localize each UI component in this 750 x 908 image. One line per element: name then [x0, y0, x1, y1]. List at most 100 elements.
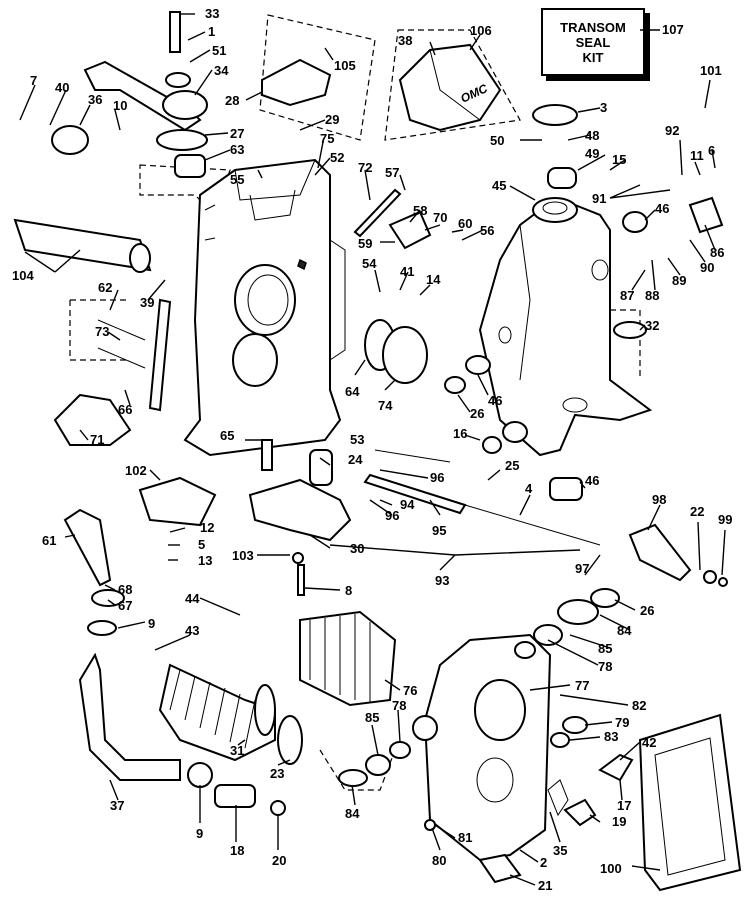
callout: 98	[652, 492, 666, 507]
callout: 68	[118, 582, 132, 597]
callout: 95	[432, 523, 446, 538]
callout: 107	[662, 22, 684, 37]
group-box-studs	[69, 299, 130, 361]
top-cover: OMC	[398, 43, 502, 132]
callout: 15	[612, 152, 626, 167]
callout: 8	[345, 583, 352, 598]
callout: 60	[458, 216, 472, 231]
callout: 78	[392, 698, 406, 713]
transom-gasket	[638, 713, 742, 892]
callout: 18	[230, 843, 244, 858]
callout: 88	[645, 288, 659, 303]
callout: 61	[42, 533, 56, 548]
callout: 91	[592, 191, 606, 206]
callout: 85	[598, 641, 612, 656]
callout: 83	[604, 729, 618, 744]
callout: 42	[642, 735, 656, 750]
callout: 85	[365, 710, 379, 725]
callout: 79	[615, 715, 629, 730]
callout: 32	[645, 318, 659, 333]
callout: 12	[200, 520, 214, 535]
callout: 75	[320, 131, 334, 146]
callout: 6	[708, 143, 715, 158]
group-box-cover	[384, 29, 521, 141]
callout: 84	[617, 623, 632, 638]
shafts	[53, 188, 601, 546]
callout: 19	[612, 814, 626, 829]
callout: 17	[617, 798, 631, 813]
group-box-top-plate	[259, 14, 376, 141]
callout: 71	[90, 432, 104, 447]
callout: 101	[700, 63, 722, 78]
callout: 93	[435, 573, 449, 588]
callout: 81	[458, 830, 472, 845]
callout: 99	[718, 512, 732, 527]
leader-lines	[19, 13, 726, 886]
callout: 1	[208, 24, 215, 39]
callout: 104	[12, 268, 34, 283]
callout: 3	[600, 100, 607, 115]
callout: 38	[398, 33, 412, 48]
callout: 82	[632, 698, 646, 713]
callout: 23	[270, 766, 284, 781]
callout: 100	[600, 861, 622, 876]
callout: 46	[655, 201, 669, 216]
callout: 37	[110, 798, 124, 813]
callout: 94	[400, 497, 415, 512]
transom-seal-kit-box: TRANSOM SEAL KIT	[541, 8, 645, 76]
callout: 102	[125, 463, 147, 478]
callout: 35	[553, 843, 567, 858]
callout: 9	[148, 616, 155, 631]
callout: 39	[140, 295, 154, 310]
callout: 22	[690, 504, 704, 519]
callout: 43	[185, 623, 199, 638]
upper-gear-housing	[183, 158, 346, 457]
callout-labels: 33 1 51 34 38 106 107 105 28 7 40 36 10 …	[12, 6, 732, 893]
callout: 20	[272, 853, 286, 868]
callout: 97	[575, 561, 589, 576]
callout: 44	[185, 591, 200, 606]
bell-housing	[412, 633, 552, 862]
callout: 11	[690, 148, 704, 163]
callout: 76	[403, 683, 417, 698]
callout: 78	[598, 659, 612, 674]
u-joint-bellows	[299, 610, 397, 707]
callout: 33	[205, 6, 219, 21]
callout: 65	[220, 428, 234, 443]
callout: 4	[525, 481, 533, 496]
callout: 77	[575, 678, 589, 693]
exhaust-bellows	[158, 663, 276, 762]
callout: 40	[55, 80, 69, 95]
callout: 87	[620, 288, 634, 303]
callout: 10	[113, 98, 127, 113]
callout: 105	[334, 58, 356, 73]
callout: 86	[710, 245, 724, 260]
callout: 52	[330, 150, 344, 165]
yoke-assembly	[83, 11, 208, 132]
callout: 25	[505, 458, 519, 473]
callout: 5	[198, 537, 205, 552]
right-gear-housing	[478, 197, 653, 457]
water-hose	[78, 652, 181, 781]
callout: 46	[488, 393, 502, 408]
exhaust-tube	[13, 218, 152, 273]
callout: 7	[30, 73, 37, 88]
callout: 51	[212, 43, 226, 58]
callout: 106	[470, 23, 492, 38]
callout: 31	[230, 743, 244, 758]
callout: 2	[540, 855, 547, 870]
callout: 62	[98, 280, 112, 295]
callout: 90	[700, 260, 714, 275]
callout: 54	[362, 256, 377, 271]
callout: 14	[426, 272, 441, 287]
callout: 70	[433, 210, 447, 225]
callout: 72	[358, 160, 372, 175]
callout: 56	[480, 223, 494, 238]
callout: 24	[348, 452, 363, 467]
callout: 63	[230, 142, 244, 157]
callout: 57	[385, 165, 399, 180]
callout: 53	[350, 432, 364, 447]
callout: 73	[95, 324, 109, 339]
callout: 59	[358, 236, 372, 251]
callout: 49	[585, 146, 599, 161]
